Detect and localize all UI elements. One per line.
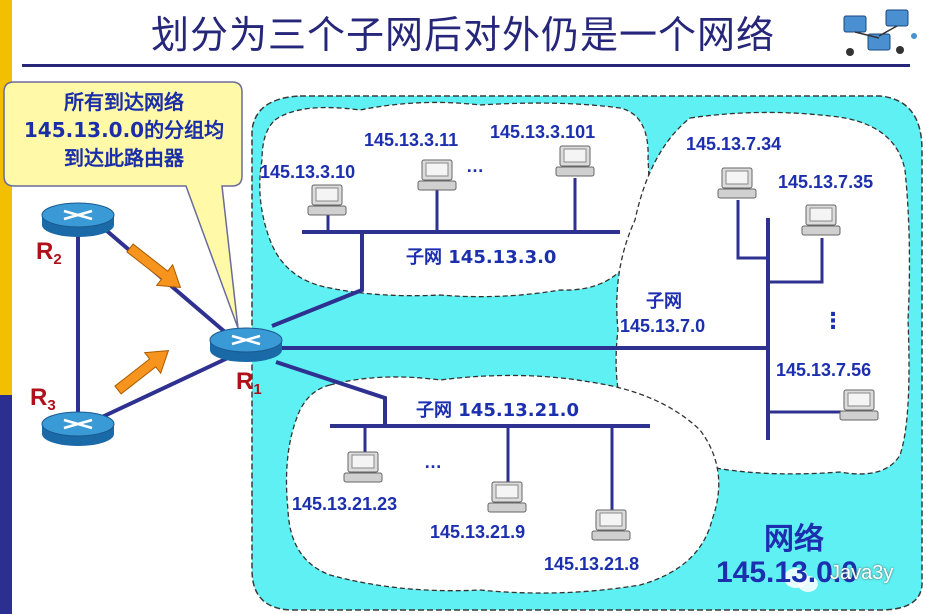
- callout-line: 到达此路由器: [64, 146, 184, 170]
- router-r3-icon: [41, 411, 115, 446]
- router-number: 2: [53, 251, 62, 268]
- host-ip-label: 145.13.7.56: [776, 360, 872, 380]
- slide-accent-bar-bottom: [0, 395, 12, 614]
- subnet-7-label-line2: 145.13.7.0: [620, 316, 706, 336]
- drop-7-34: [736, 200, 768, 260]
- subnet-21-label: 子网 145.13.21.0: [416, 400, 579, 421]
- router-r1-icon: [209, 327, 283, 362]
- callout-line: 所有到达网络: [64, 90, 184, 114]
- host-ip-label: 145.13.3.101: [490, 122, 596, 142]
- computer-icon: [717, 167, 757, 199]
- computer-icon: [487, 481, 527, 513]
- host-ellipsis: ⋮: [822, 308, 844, 333]
- subnet-3-label: 子网 145.13.3.0: [406, 247, 557, 268]
- router-r2-icon: [41, 202, 115, 237]
- host-ellipsis: …: [424, 452, 442, 472]
- host-ip-label: 145.13.21.8: [544, 554, 640, 574]
- host-ip-label: 145.13.7.35: [778, 172, 874, 192]
- arrow-icon: [126, 243, 182, 288]
- slide-title: 划分为三个子网后对外仍是一个网络: [150, 13, 775, 57]
- computer-icon: [591, 509, 631, 541]
- computer-icon: [555, 145, 595, 177]
- link-r1-subnet21: [275, 360, 387, 426]
- router-number: 3: [47, 397, 56, 414]
- router-r1-label: R1: [236, 368, 262, 398]
- callout-line: 145.13.0.0的分组均: [23, 118, 225, 142]
- title-underline: [22, 64, 910, 67]
- watermark-text: Java3y: [830, 562, 894, 584]
- computer-icon: [307, 184, 347, 216]
- subnet-7-label-line1: 子网: [646, 291, 682, 312]
- host-ellipsis: …: [466, 156, 484, 176]
- router-letter: R: [36, 238, 54, 265]
- link-r3-r1: [99, 354, 233, 420]
- computer-icon: [417, 159, 457, 191]
- host-ip-label: 145.13.21.23: [292, 494, 398, 514]
- callout-bubble: [3, 81, 243, 329]
- host-ip-label: 145.13.7.34: [686, 134, 782, 154]
- host-ip-label: 145.13.21.9: [430, 522, 526, 542]
- computer-icon: [801, 204, 841, 236]
- computer-icon: [839, 389, 879, 421]
- router-r2-label: R2: [36, 238, 62, 268]
- network-name: 网络: [764, 522, 824, 557]
- router-letter: R: [30, 384, 48, 411]
- drop-7-35: [768, 238, 824, 284]
- computer-icon: [343, 451, 383, 483]
- subnet-7-region: [615, 111, 911, 475]
- subnet-3-region: [259, 101, 650, 298]
- callout-text: 所有到达网络 145.13.0.0的分组均 到达此路由器: [8, 88, 240, 172]
- host-ip-label: 145.13.3.10: [260, 162, 356, 182]
- host-ip-label: 145.13.3.11: [364, 130, 459, 150]
- link-r1-subnet3: [271, 232, 364, 328]
- wechat-watermark-icon: [784, 568, 818, 592]
- router-r3-label: R3: [30, 384, 56, 414]
- arrow-icon: [114, 350, 170, 395]
- network-logo-icon: [843, 9, 917, 56]
- network-address: 145.13.0.0: [716, 556, 858, 589]
- router-number: 1: [253, 381, 262, 398]
- router-letter: R: [236, 368, 254, 395]
